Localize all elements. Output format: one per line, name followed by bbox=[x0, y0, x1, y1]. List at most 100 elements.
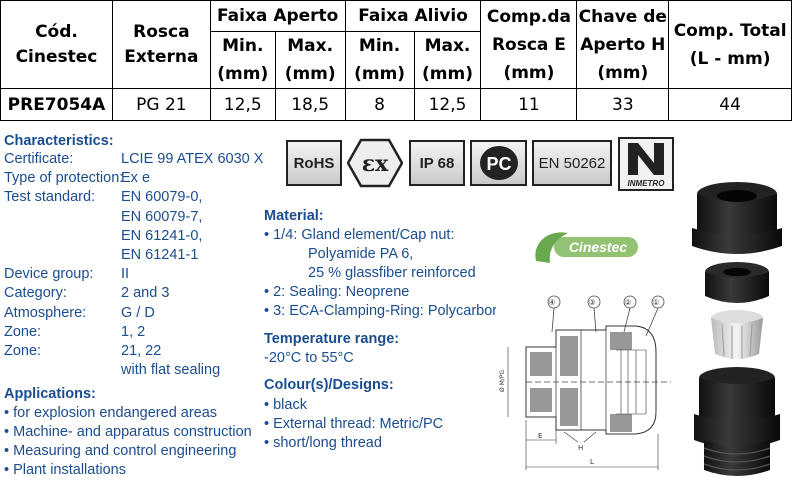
ex-badge: εx bbox=[347, 138, 403, 188]
characteristic-value: EN 61241-0, bbox=[121, 227, 203, 244]
product-photo bbox=[682, 178, 792, 483]
gost-pc-icon: PC bbox=[479, 146, 518, 180]
list-item: • 1/4: Gland element/Cap nut: bbox=[264, 227, 455, 243]
header-clamp-min: Min.(mm) bbox=[209, 31, 276, 89]
applications-heading: Applications: bbox=[4, 386, 96, 402]
characteristic-value: EN 61241-1 bbox=[121, 247, 199, 263]
en-badge: EN 50262 bbox=[532, 140, 612, 186]
dim-e-label: E bbox=[538, 432, 542, 440]
list-item: • Plant installations bbox=[4, 462, 126, 478]
cell-clamp-max: 18,5 bbox=[274, 88, 346, 121]
header-code: Cód.Cinestec bbox=[0, 0, 113, 89]
list-item: • 3: ECA-Clamping-Ring: Polycarbor bbox=[264, 303, 496, 319]
characteristic-value: EN 60079-0, bbox=[121, 189, 203, 206]
characteristic-row: EN 61241-0, bbox=[0, 227, 270, 246]
inmetro-badge: INMETRO bbox=[618, 137, 674, 191]
characteristic-row: Type of protection:Ex e bbox=[0, 169, 270, 188]
list-item: • short/long thread bbox=[264, 435, 382, 451]
cell-thread: PG 21 bbox=[111, 88, 211, 121]
cell-total-length: 44 bbox=[668, 88, 792, 121]
characteristic-label: Zone: bbox=[4, 343, 42, 359]
list-item: • black bbox=[264, 397, 307, 413]
characteristic-value: 1, 2 bbox=[121, 323, 146, 340]
svg-text:PC: PC bbox=[486, 154, 511, 174]
header-clamp-range: Faixa Aperto bbox=[209, 0, 346, 32]
characteristic-value: II bbox=[121, 266, 130, 283]
characteristics-heading: Characteristics: bbox=[4, 133, 114, 149]
callout-3: ③ bbox=[588, 298, 595, 307]
characteristic-value: 21, 22 bbox=[121, 343, 162, 359]
header-relief-min: Min.(mm) bbox=[344, 31, 415, 89]
material-heading: Material: bbox=[264, 208, 324, 224]
characteristic-label: Atmosphere: bbox=[4, 304, 87, 321]
cell-wrench-h: 33 bbox=[576, 88, 670, 121]
characteristic-label: Zone: bbox=[4, 323, 42, 340]
list-item: • External thread: Metric/PC bbox=[264, 416, 444, 432]
list-item: 25 % glassfiber reinforced bbox=[308, 265, 476, 281]
leaf-icon: Cinestec bbox=[535, 232, 638, 263]
cell-code: PRE7054A bbox=[0, 88, 113, 121]
header-relief-max: Max.(mm) bbox=[413, 31, 482, 89]
colours-heading: Colour(s)/Designs: bbox=[264, 377, 394, 393]
callout-2: ② bbox=[624, 298, 631, 307]
cable-gland-image bbox=[692, 182, 782, 476]
list-item: • Machine- and apparatus construction bbox=[4, 424, 252, 440]
dim-diameter-label: Ø M/PG bbox=[499, 370, 506, 392]
dim-h-label: H bbox=[578, 444, 583, 452]
svg-text:Cinestec: Cinestec bbox=[569, 239, 628, 255]
characteristic-value: Ex e bbox=[121, 170, 151, 187]
characteristic-value: 2 and 3 bbox=[121, 285, 170, 302]
applications-list: • for explosion endangered areas • Machi… bbox=[4, 404, 252, 480]
ex-hexagon-icon: εx bbox=[347, 138, 403, 188]
dim-l-label: L bbox=[590, 458, 594, 466]
callout-1: ① bbox=[652, 298, 659, 307]
rohs-badge: RoHS bbox=[286, 140, 342, 186]
characteristic-row: EN 60079-7, bbox=[0, 208, 270, 227]
ex-symbol: εx bbox=[362, 151, 389, 177]
characteristic-label: Type of protection: bbox=[4, 170, 124, 187]
characteristic-value: with flat sealing bbox=[121, 362, 221, 379]
characteristic-row: EN 61241-1 bbox=[0, 246, 270, 265]
characteristic-value: LCIE 99 ATEX 6030 X bbox=[121, 151, 264, 167]
header-clamp-max: Max.(mm) bbox=[274, 31, 346, 89]
cell-relief-min: 8 bbox=[344, 88, 415, 121]
characteristic-row: Device group: II bbox=[0, 265, 270, 284]
characteristic-row: Zone: 1, 2 bbox=[0, 323, 270, 342]
characteristic-value: EN 60079-7, bbox=[121, 208, 203, 225]
gost-badge: PC bbox=[470, 140, 527, 186]
list-item: • for explosion endangered areas bbox=[4, 405, 218, 421]
header-relief-range: Faixa Alivio bbox=[344, 0, 482, 32]
characteristic-row: Test standard: EN 60079-0, bbox=[0, 188, 270, 207]
header-total-length: Comp. Total(L - mm) bbox=[668, 0, 792, 89]
characteristic-label: Device group: bbox=[4, 266, 94, 283]
colours-list: • black • External thread: Metric/PC • s… bbox=[264, 396, 443, 453]
characteristic-row: with flat sealing bbox=[0, 361, 270, 380]
ip-badge: IP 68 bbox=[409, 140, 465, 186]
list-item: Polyamide PA 6, bbox=[308, 246, 414, 262]
cinestec-logo: Cinestec bbox=[530, 225, 642, 267]
list-item: • 2: Sealing: Neoprene bbox=[264, 284, 410, 300]
temperature-value: -20°C to 55°C bbox=[264, 350, 354, 366]
cell-length-e: 11 bbox=[480, 88, 578, 121]
cell-clamp-min: 12,5 bbox=[209, 88, 276, 121]
inmetro-logo-icon bbox=[628, 143, 664, 175]
characteristic-label: Test standard: bbox=[4, 189, 96, 206]
cell-relief-max: 12,5 bbox=[413, 88, 482, 121]
material-list: • 1/4: Gland element/Cap nut: Polyamide … bbox=[264, 226, 496, 321]
characteristic-label: Category: bbox=[4, 285, 67, 302]
characteristic-row: Certificate: LCIE 99 ATEX 6030 X bbox=[0, 150, 270, 169]
list-item: • Measuring and control engineering bbox=[4, 443, 237, 459]
characteristic-value: G / D bbox=[121, 304, 155, 321]
technical-drawing: ④ ③ ② ① Ø M/PG E H L bbox=[496, 292, 682, 474]
characteristic-row: Atmosphere: G / D bbox=[0, 304, 270, 323]
characteristics-list: Certificate: LCIE 99 ATEX 6030 X Type of p… bbox=[0, 150, 270, 380]
inmetro-label: INMETRO bbox=[627, 179, 665, 188]
characteristic-label: Certificate: bbox=[4, 151, 74, 167]
callout-4: ④ bbox=[548, 298, 555, 307]
temperature-heading: Temperature range: bbox=[264, 331, 400, 347]
characteristic-row: Zone: 21, 22 bbox=[0, 342, 270, 361]
